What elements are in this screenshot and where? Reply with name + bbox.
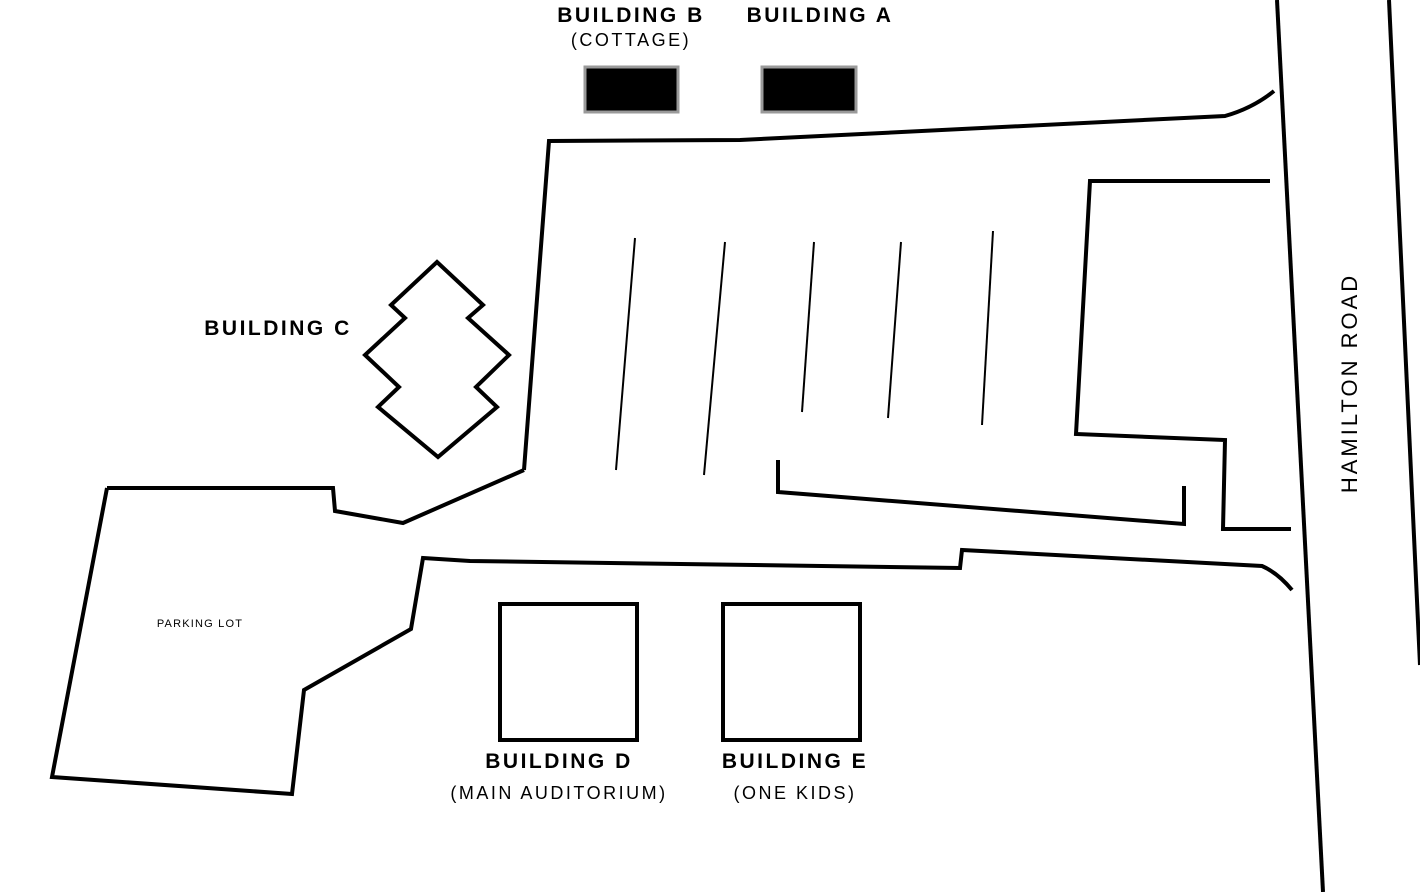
building-d-label: BUILDING D bbox=[485, 750, 633, 773]
stall-line bbox=[981, 230, 994, 426]
north-driveway-edge bbox=[522, 89, 1276, 471]
hamilton-road bbox=[1275, 0, 1420, 892]
center-island-outline bbox=[776, 460, 1186, 527]
building-e-subtitle: (ONE KIDS) bbox=[733, 783, 856, 803]
road-edge-east bbox=[1387, 0, 1420, 666]
building-c-footprint[interactable] bbox=[362, 259, 512, 460]
driveway-outlines bbox=[49, 89, 1294, 797]
stall-line bbox=[615, 237, 636, 471]
building-d-footprint[interactable] bbox=[498, 602, 639, 742]
parking-stall-lines bbox=[615, 230, 994, 476]
building-b-subtitle: (COTTAGE) bbox=[571, 30, 691, 50]
building-c-label: BUILDING C bbox=[204, 317, 352, 340]
hamilton-road-label: HAMILTON ROAD bbox=[1337, 273, 1362, 493]
stall-line bbox=[703, 241, 726, 476]
building-e-label: BUILDING E bbox=[722, 750, 868, 773]
building-e-footprint[interactable] bbox=[721, 602, 862, 742]
building-d-subtitle: (MAIN AUDITORIUM) bbox=[450, 783, 667, 803]
parking-lot-outline bbox=[49, 487, 1294, 797]
building-b-label: BUILDING B bbox=[557, 4, 705, 27]
road-edge-west bbox=[1275, 0, 1325, 892]
parking-lot-label: PARKING LOT bbox=[157, 618, 243, 630]
east-island-outline bbox=[1073, 179, 1291, 531]
building-b-footprint[interactable] bbox=[583, 65, 680, 114]
building-a-footprint[interactable] bbox=[760, 65, 858, 114]
stall-line bbox=[801, 241, 815, 413]
west-lot-connector-edge bbox=[107, 468, 525, 526]
stall-line bbox=[887, 241, 902, 419]
building-a-label: BUILDING A bbox=[747, 4, 894, 27]
